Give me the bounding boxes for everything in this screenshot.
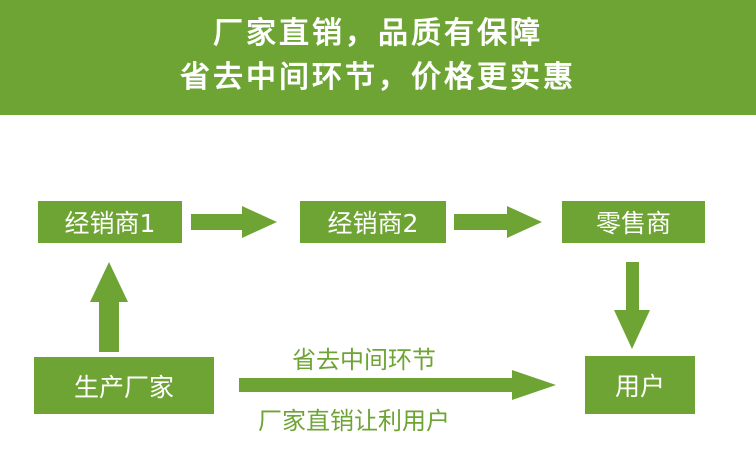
arrow-dealer1-to-dealer2 [191, 206, 277, 238]
node-retailer-label: 零售商 [595, 209, 671, 238]
node-dealer1-label: 经销商1 [64, 209, 156, 238]
arrow-manufacturer-to-user [239, 370, 556, 400]
arrow-manufacturer-to-dealer1 [90, 262, 128, 352]
node-dealer1: 经销商1 [38, 201, 182, 243]
node-user-label: 用户 [614, 372, 665, 401]
header-banner: 厂家直销，品质有保障 省去中间环节，价格更实惠 [0, 0, 756, 115]
direct-path-label-bottom: 厂家直销让利用户 [258, 407, 450, 435]
banner-title-line1: 厂家直销，品质有保障 [213, 16, 543, 51]
node-manufacturer: 生产厂家 [34, 357, 214, 414]
banner-title-line2: 省去中间环节，价格更实惠 [180, 60, 576, 95]
arrow-retailer-to-user [614, 262, 650, 349]
arrow-dealer2-to-retailer [454, 206, 542, 238]
node-dealer2: 经销商2 [300, 201, 446, 243]
node-dealer2-label: 经销商2 [327, 209, 419, 238]
node-user: 用户 [585, 356, 695, 414]
direct-path-label-top: 省去中间环节 [292, 346, 436, 374]
node-retailer: 零售商 [562, 201, 705, 243]
node-manufacturer-label: 生产厂家 [73, 372, 174, 402]
